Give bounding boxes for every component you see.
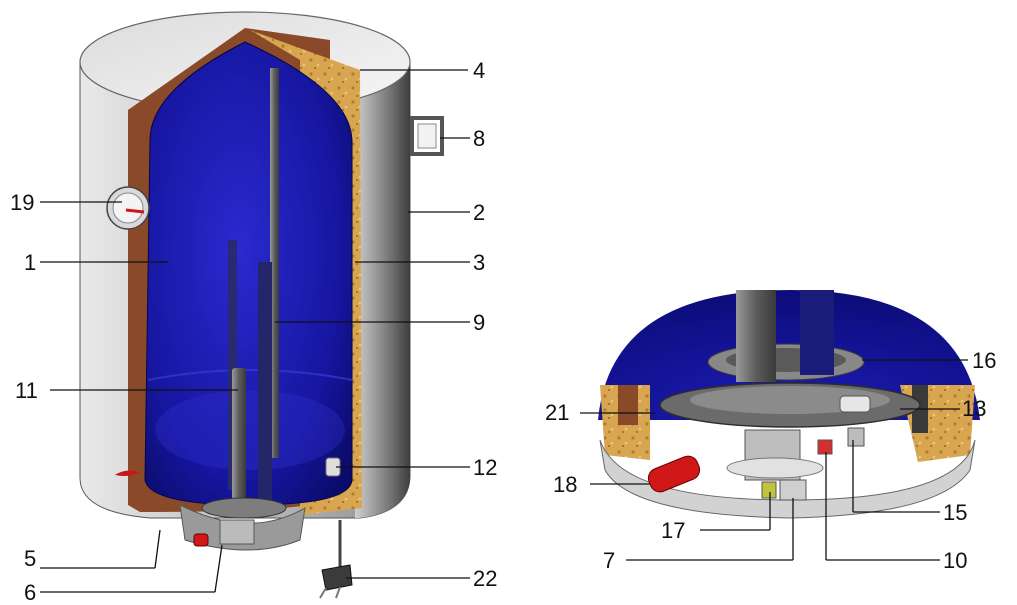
label-19: 19 [10, 190, 34, 215]
detail-element-rod-2 [800, 290, 834, 375]
brand-badge-icon [115, 470, 140, 476]
inner-tank [144, 41, 353, 506]
detail-brown-wall-left [618, 385, 638, 425]
thermostat-knob [193, 533, 209, 547]
label-8: 8 [473, 126, 485, 151]
label-17: 17 [661, 518, 685, 543]
leader-lines [40, 69, 968, 593]
label-10: 10 [943, 548, 967, 573]
label-21: 21 [545, 400, 569, 425]
thermometer-needle [125, 208, 145, 214]
thermometer-dial [112, 192, 144, 224]
water-level [147, 369, 353, 381]
power-plug-icon [321, 564, 353, 591]
label-5: 5 [24, 546, 36, 571]
mounting-bracket [410, 116, 444, 156]
detail-part-10 [817, 439, 833, 455]
plug-pin-b [335, 586, 341, 599]
label-18: 18 [553, 472, 577, 497]
label-4: 4 [473, 58, 485, 83]
detail-bottom-shell [599, 439, 976, 519]
label-9: 9 [473, 310, 485, 335]
flange-plate [201, 497, 287, 519]
thermostat-body [219, 519, 255, 545]
outer-casing-right-face [355, 62, 410, 518]
element-sheath-right [258, 262, 272, 502]
label-1: 1 [24, 250, 36, 275]
hot-water-outlet-pipe [270, 68, 279, 458]
detail-thermostat-base [726, 457, 824, 479]
plug-pin-a [319, 587, 327, 599]
heating-element [232, 368, 246, 500]
detail-part-15 [847, 427, 865, 447]
detail-part-7 [779, 479, 807, 501]
water-surface-highlight [155, 390, 345, 470]
label-11: 11 [15, 378, 38, 403]
element-sheath-left [228, 240, 237, 490]
detail-element-rod-1 [736, 290, 776, 382]
label-13: 13 [962, 396, 986, 421]
label-3: 3 [473, 250, 485, 275]
flange-detail-view [598, 290, 980, 519]
label-2: 2 [473, 200, 485, 225]
label-15: 15 [943, 500, 967, 525]
mounting-bracket-inner [417, 123, 437, 149]
detail-part-13-fitting [839, 395, 871, 413]
detail-thermostat-knob [647, 455, 701, 493]
label-6: 6 [24, 580, 36, 605]
part-number-labels: 4 8 2 3 9 12 22 19 1 11 5 6 16 21 13 18 … [10, 58, 996, 605]
label-12: 12 [473, 455, 497, 480]
label-16: 16 [972, 348, 996, 373]
label-7: 7 [603, 548, 615, 573]
main-heater [79, 11, 444, 599]
label-22: 22 [473, 566, 497, 591]
detail-part-17 [761, 481, 777, 499]
